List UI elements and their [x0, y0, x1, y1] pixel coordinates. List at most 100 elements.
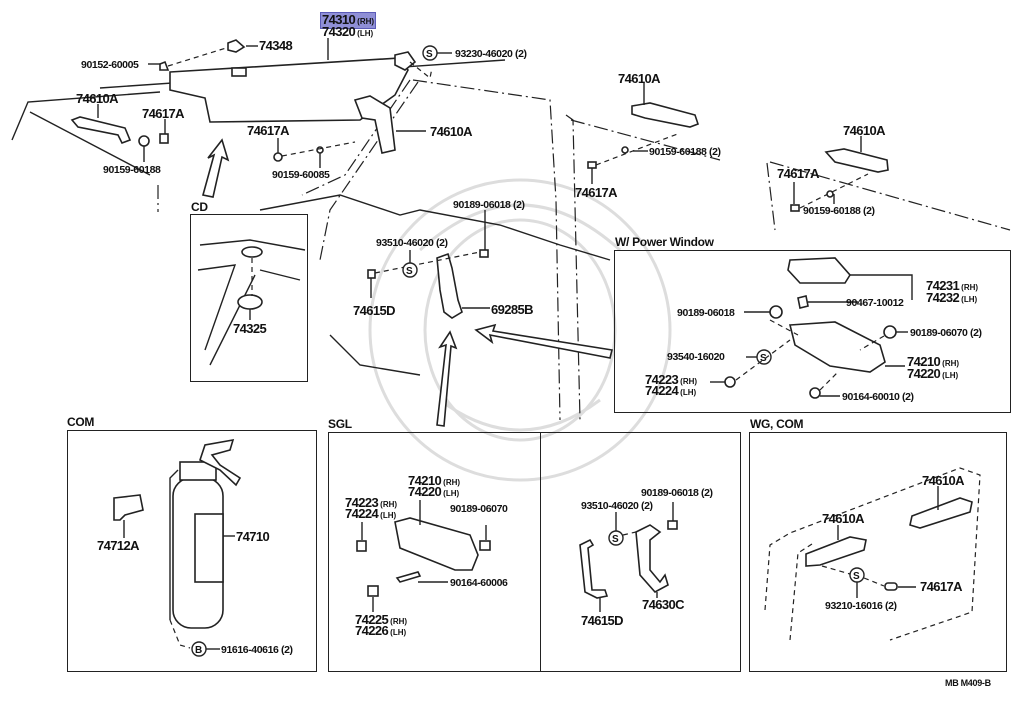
part-label-74617a-mid[interactable]: 74617A — [247, 123, 290, 138]
part-label-90164-60006[interactable]: 90164-60006 — [450, 577, 508, 589]
part-label-90152-60005[interactable]: 90152-60005 — [81, 59, 139, 71]
part-label-74348[interactable]: 74348 — [259, 38, 293, 53]
part-label-90189-06070-pw[interactable]: 90189-06070 (2) — [910, 327, 982, 339]
part-label-90164-60010[interactable]: 90164-60010 (2) — [842, 391, 914, 403]
part-label-74630c[interactable]: 74630C — [642, 597, 685, 612]
part-number: 74231 — [926, 278, 960, 293]
side-marker: (RH) — [443, 478, 461, 487]
svg-text:S: S — [853, 571, 860, 582]
sgl-drawing — [356, 500, 678, 612]
part-number: 74223 — [645, 372, 679, 387]
part-label-74610a-wg-lower[interactable]: 74610A — [822, 511, 865, 526]
part-number: 74310 — [322, 12, 356, 27]
part-label-93210-16016[interactable]: 93210-16016 (2) — [825, 600, 897, 612]
section-title-cd: CD — [191, 200, 208, 214]
power-window-drawing — [710, 257, 913, 399]
part-number: 74220 — [907, 366, 941, 381]
part-label-74231[interactable]: 74231(RH) — [926, 279, 978, 294]
part-label-74220-sgl[interactable]: 74220(LH) — [408, 485, 459, 500]
part-label-74223-pw[interactable]: 74223(RH) — [645, 373, 697, 388]
part-label-74224-sgl[interactable]: 74224(LH) — [345, 507, 396, 522]
part-number: 74220 — [408, 484, 442, 499]
part-label-74225[interactable]: 74225(RH) — [355, 613, 407, 628]
part-number: 74226 — [355, 623, 389, 638]
part-label-74610a-mid[interactable]: 74610A — [430, 124, 473, 139]
sun-visor — [159, 38, 433, 123]
side-marker: (RH) — [380, 500, 398, 509]
part-number: 74210 — [408, 473, 442, 488]
side-marker: (LH) — [680, 388, 697, 397]
side-marker: (RH) — [390, 617, 408, 626]
section-title-com: COM — [67, 415, 95, 429]
section-title-power-window: W/ Power Window — [615, 235, 714, 249]
svg-text:S: S — [426, 49, 433, 60]
cd-inset-drawing — [197, 239, 306, 366]
part-label-74610a-rear1[interactable]: 74610A — [618, 71, 661, 86]
part-label-74224-pw[interactable]: 74224(LH) — [645, 384, 696, 399]
wg-com-drawing — [764, 467, 981, 641]
part-label-90467-10012[interactable]: 90467-10012 — [846, 297, 904, 309]
part-number: 74225 — [355, 612, 389, 627]
section-title-sgl: SGL — [328, 417, 352, 431]
side-marker: (RH) — [357, 17, 375, 26]
part-label-74210-pw[interactable]: 74210(RH) — [907, 355, 959, 370]
side-marker: (LH) — [443, 489, 460, 498]
part-label-74617a-rear1[interactable]: 74617A — [575, 185, 618, 200]
part-label-90159-60188-left[interactable]: 90159-60188 — [103, 164, 161, 176]
leader-lines — [97, 45, 862, 309]
part-label-74232[interactable]: 74232(LH) — [926, 291, 977, 306]
part-label-69285b[interactable]: 69285B — [491, 302, 534, 317]
part-label-74610a-left[interactable]: 74610A — [76, 91, 119, 106]
part-label-74710[interactable]: 74710 — [236, 529, 270, 544]
sgl-box-right — [540, 432, 741, 672]
part-label-74617a-rear2[interactable]: 74617A — [777, 166, 820, 181]
svg-text:S: S — [612, 534, 619, 545]
svg-text:S: S — [406, 266, 413, 277]
side-marker: (LH) — [961, 295, 978, 304]
wg-com-box — [749, 432, 1007, 672]
part-label-74610a-rear2[interactable]: 74610A — [843, 123, 886, 138]
part-label-74325[interactable]: 74325 — [233, 321, 267, 336]
diagram-reference-code: MB M409-B — [945, 678, 991, 688]
part-label-74210-sgl[interactable]: 74210(RH) — [408, 474, 460, 489]
s-symbols: S S S S S B — [191, 45, 865, 657]
part-label-74615d-center[interactable]: 74615D — [353, 303, 396, 318]
part-label-93230-46020[interactable]: 93230-46020 (2) — [455, 48, 527, 60]
part-label-74617a-wg[interactable]: 74617A — [920, 579, 963, 594]
part-label-90189-06018-sgl[interactable]: 90189-06018 (2) — [641, 487, 713, 499]
part-label-90159-60188-rear2[interactable]: 90159-60188 (2) — [803, 205, 875, 217]
svg-text:S: S — [760, 353, 767, 364]
part-number: 74223 — [345, 495, 379, 510]
part-label-93510-46020-sgl[interactable]: 93510-46020 (2) — [581, 500, 653, 512]
extinguisher-drawing — [113, 438, 242, 650]
side-marker: (RH) — [942, 359, 960, 368]
power-window-box — [614, 250, 1011, 413]
part-label-74617a-left[interactable]: 74617A — [142, 106, 185, 121]
part-label-74223-sgl[interactable]: 74223(RH) — [345, 496, 397, 511]
part-label-90189-06018-center[interactable]: 90189-06018 (2) — [453, 199, 525, 211]
watermark — [368, 178, 672, 482]
part-label-93510-46020-center[interactable]: 93510-46020 (2) — [376, 237, 448, 249]
part-label-74310-highlighted[interactable]: 74310(RH) — [320, 12, 377, 29]
part-label-93540-16020[interactable]: 93540-16020 — [667, 351, 725, 363]
part-label-90189-06018-pw[interactable]: 90189-06018 — [677, 307, 735, 319]
part-label-74320[interactable]: 74320(LH) — [322, 25, 373, 40]
part-number: 74210 — [907, 354, 941, 369]
part-label-74220-pw[interactable]: 74220(LH) — [907, 367, 958, 382]
part-label-74610a-wg-upper[interactable]: 74610A — [922, 473, 965, 488]
part-label-74226[interactable]: 74226(LH) — [355, 624, 406, 639]
side-marker: (LH) — [390, 628, 407, 637]
part-label-90159-60085[interactable]: 90159-60085 — [272, 169, 330, 181]
side-marker: (LH) — [380, 511, 397, 520]
svg-text:B: B — [195, 645, 202, 656]
com-box — [67, 430, 317, 672]
main-parts — [70, 95, 889, 427]
part-label-74615d-sgl[interactable]: 74615D — [581, 613, 624, 628]
part-label-74712a[interactable]: 74712A — [97, 538, 140, 553]
part-label-91616-40616[interactable]: 91616-40616 (2) — [221, 644, 293, 656]
part-label-90159-60188-rear1[interactable]: 90159-60188 (2) — [649, 146, 721, 158]
part-label-90189-06070-sgl[interactable]: 90189-06070 — [450, 503, 508, 515]
body-outline — [11, 59, 1011, 421]
part-number: 74224 — [645, 383, 679, 398]
